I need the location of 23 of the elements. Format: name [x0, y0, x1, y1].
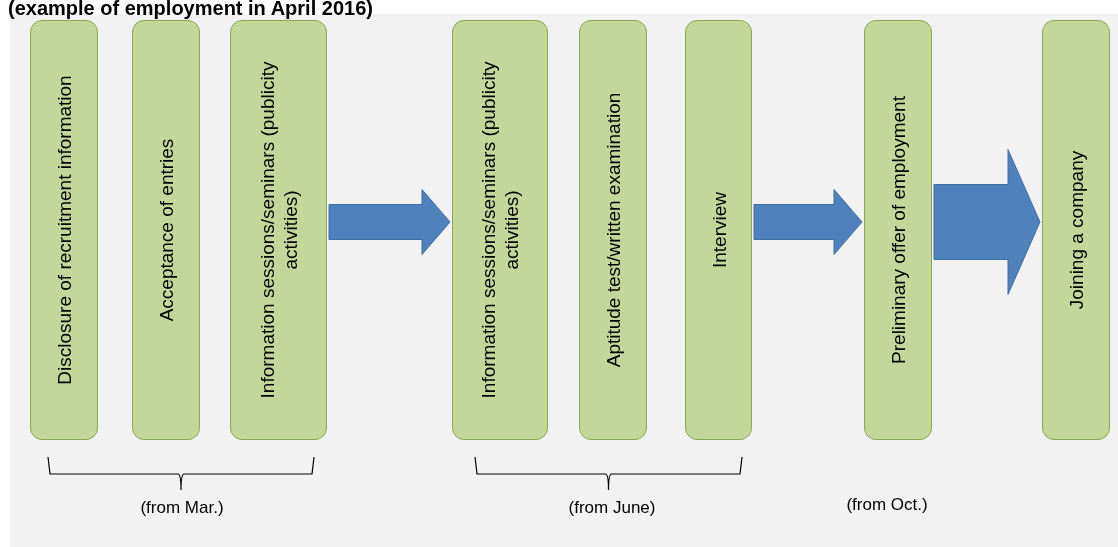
process-box — [230, 20, 327, 440]
box-label: Disclosure of recruitment information — [52, 74, 76, 387]
process-box — [1042, 20, 1110, 440]
box-label: Information sessions/seminars (publicity activities) — [255, 60, 302, 401]
process-box — [685, 20, 752, 440]
period-label: (from Mar.) — [140, 498, 224, 518]
process-box — [579, 20, 647, 440]
period-label: (from June) — [568, 498, 656, 518]
process-box — [864, 20, 932, 440]
box-label: Joining a company — [1064, 149, 1088, 312]
process-box — [30, 20, 98, 440]
block-arrow — [753, 189, 863, 255]
block-arrow — [328, 189, 451, 255]
box-label: Interview — [707, 191, 730, 270]
box-label: Information sessions/seminars (publicity activities) — [477, 60, 523, 401]
process-box — [132, 20, 200, 440]
box-label: Preliminary offer of employment — [886, 95, 910, 366]
title: (example of employment in April 2016) — [8, 0, 373, 19]
block-arrow — [933, 149, 1041, 295]
box-label: Aptitude test/written examination — [601, 91, 625, 370]
box-label: Acceptance of entries — [154, 137, 178, 324]
period-label: (from Oct.) — [846, 495, 928, 515]
process-box — [452, 20, 548, 440]
